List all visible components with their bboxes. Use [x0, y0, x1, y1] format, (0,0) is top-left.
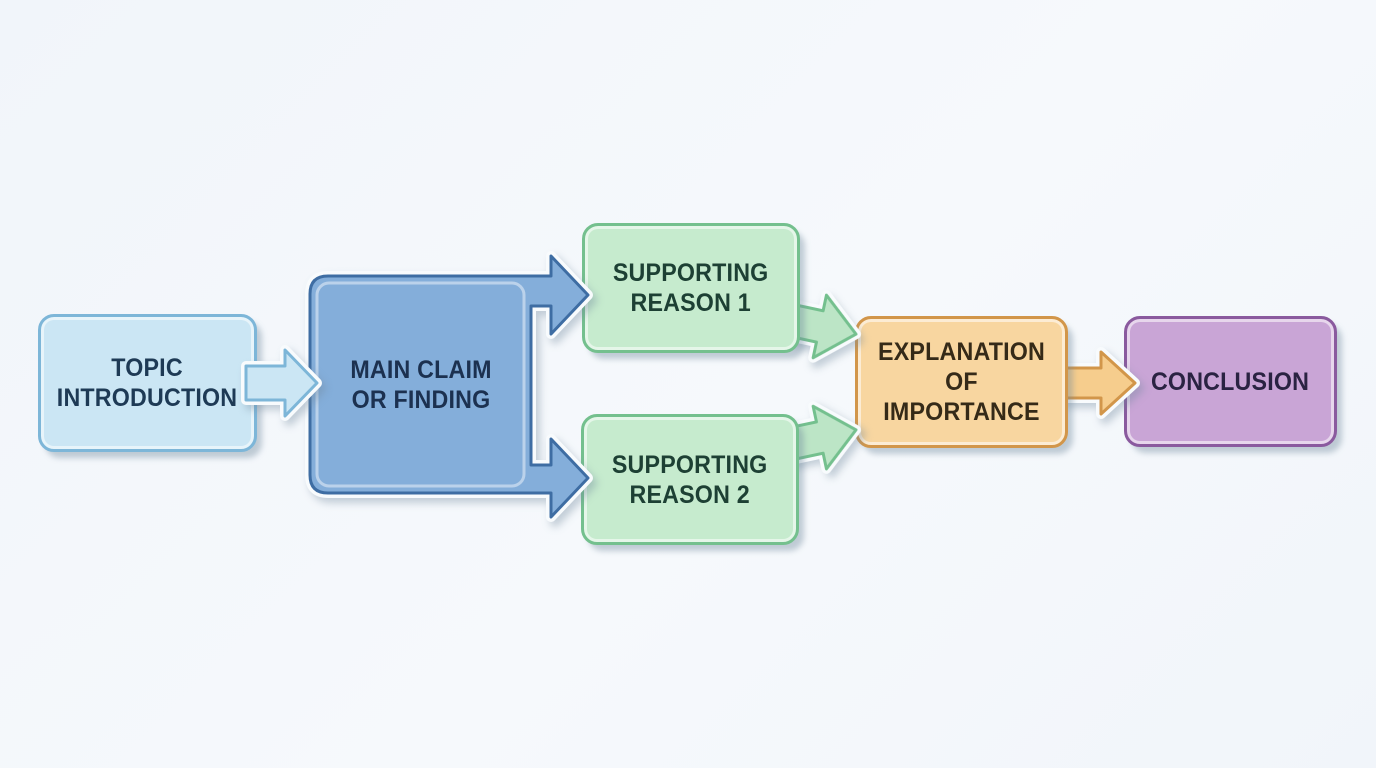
node-main-claim-or-finding-label: MAIN CLAIM OR FINDING: [349, 355, 492, 414]
node-supporting-reason-2-label: SUPPORTING REASON 2: [612, 450, 768, 509]
node-conclusion-label: CONCLUSION: [1151, 367, 1310, 396]
node-supporting-reason-2: SUPPORTING REASON 2: [581, 414, 799, 545]
node-explanation-of-importance-label: EXPLANATION OF IMPORTANCE: [878, 338, 1045, 426]
node-main-claim-or-finding: MAIN CLAIM OR FINDING: [310, 276, 531, 493]
node-supporting-reason-1-label: SUPPORTING REASON 1: [613, 259, 769, 317]
arrow-main-claim-branches: [308, 254, 590, 519]
node-supporting-reason-1: SUPPORTING REASON 1: [582, 223, 800, 353]
node-conclusion: CONCLUSION: [1124, 316, 1337, 447]
node-topic-introduction-label: TOPIC INTRODUCTION: [57, 354, 238, 412]
node-topic-introduction: TOPIC INTRODUCTION: [38, 314, 257, 452]
node-explanation-of-importance: EXPLANATION OF IMPORTANCE: [855, 316, 1068, 448]
